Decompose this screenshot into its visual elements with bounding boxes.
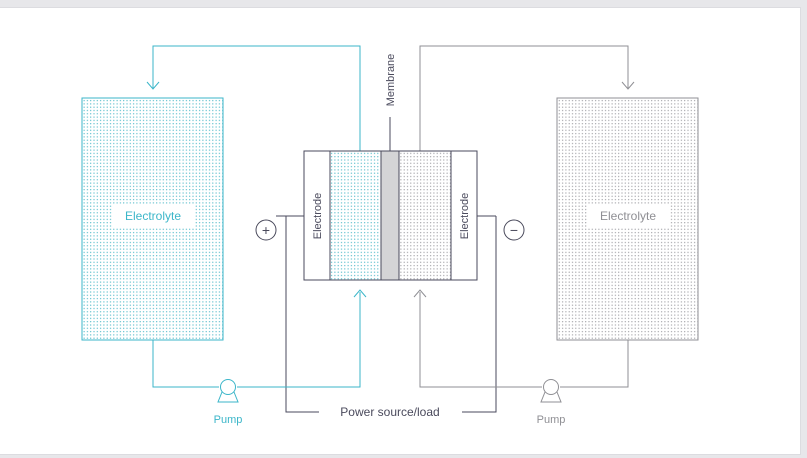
left-half-cell (329, 150, 382, 281)
diagram-frame: Electrolyte Electrolyte Electrode Electr… (0, 8, 800, 454)
minus-icon: − (510, 222, 518, 238)
power-source-label: Power source/load (340, 405, 439, 419)
cell-stack: Electrode Electrode (303, 150, 478, 281)
left-electrode (303, 150, 331, 281)
power-circuit: Power source/load (285, 216, 497, 419)
top-pipe-left (146, 45, 361, 151)
pump-icon (217, 379, 239, 403)
right-pump: Pump (537, 379, 566, 426)
pump-icon (540, 379, 562, 403)
right-half-cell (398, 150, 452, 281)
left-electrode-label: Electrode (312, 193, 324, 239)
plus-icon: + (262, 222, 270, 238)
bottom-pipe-left (152, 289, 367, 388)
left-tank-label: Electrolyte (125, 209, 181, 223)
right-tank: Electrolyte (556, 97, 699, 341)
membrane-callout: Membrane (385, 54, 397, 151)
left-tank: Electrolyte (81, 97, 224, 341)
right-pump-label: Pump (537, 414, 566, 426)
left-pump: Pump (214, 379, 243, 426)
right-tank-label: Electrolyte (600, 209, 656, 223)
left-pump-label: Pump (214, 414, 243, 426)
top-pipe-right (419, 45, 635, 151)
bottom-pipe-right (413, 289, 629, 388)
positive-terminal: + (255, 215, 304, 241)
flow-battery-diagram: Electrolyte Electrolyte Electrode Electr… (81, 45, 699, 426)
right-electrode (450, 150, 478, 281)
membrane-label: Membrane (385, 54, 397, 107)
membrane (380, 150, 400, 281)
negative-terminal: − (477, 215, 525, 241)
right-electrode-label: Electrode (459, 193, 471, 239)
